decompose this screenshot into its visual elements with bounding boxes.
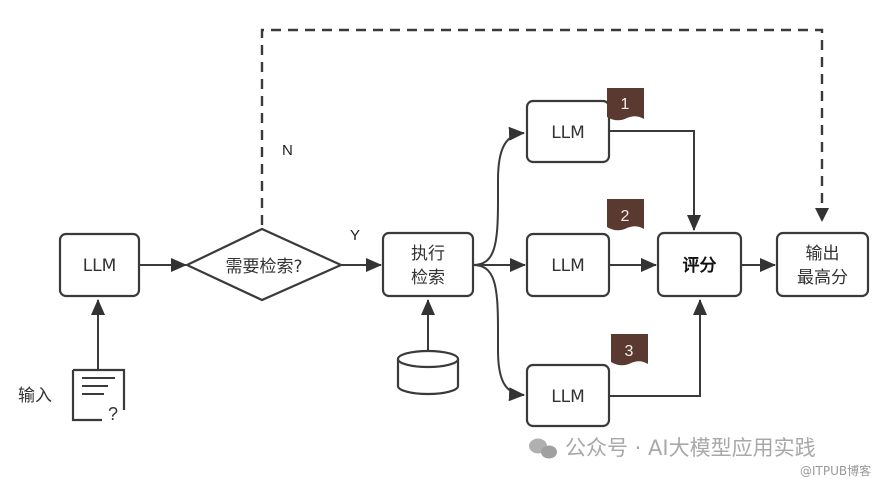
svg-text:?: ? bbox=[108, 404, 118, 424]
badge-2-number: 2 bbox=[621, 208, 630, 225]
badge-3-number: 3 bbox=[625, 343, 634, 360]
arrow-retrieve-to-llm3 bbox=[472, 264, 525, 402]
arrow-retrieve-to-llm1 bbox=[472, 126, 525, 266]
retrieve-label-2: 检索 bbox=[411, 268, 445, 288]
badge-2-flag-icon bbox=[607, 199, 644, 231]
badge-1-flag-icon bbox=[607, 88, 644, 121]
output-label-1: 输出 bbox=[806, 244, 840, 264]
score-label: 评分 bbox=[683, 256, 717, 276]
llm-branch-3-label: LLM bbox=[551, 387, 585, 407]
badge-3-flag-icon bbox=[611, 334, 648, 366]
yes-label: Y bbox=[350, 227, 360, 244]
watermark-sub: @ITPUB博客 bbox=[800, 463, 871, 478]
llm-branch-2-label: LLM bbox=[551, 256, 585, 276]
wechat-icon bbox=[529, 438, 557, 459]
no-path-arrowhead bbox=[815, 208, 829, 222]
output-box bbox=[775, 231, 870, 298]
decision-label: 需要检索? bbox=[225, 257, 302, 277]
input-document-icon: ? bbox=[71, 368, 126, 424]
retrieve-label-1: 执行 bbox=[411, 244, 445, 264]
arrow-llm3-to-score bbox=[609, 299, 707, 397]
output-label-2: 最高分 bbox=[797, 268, 848, 288]
input-label: 输入 bbox=[18, 386, 52, 406]
badge-1-number: 1 bbox=[621, 96, 630, 113]
llm-branch-1-label: LLM bbox=[551, 123, 585, 143]
no-label: N bbox=[282, 142, 293, 159]
llm-main-label: LLM bbox=[83, 256, 117, 276]
watermark-text: 公众号 · AI大模型应用实践 bbox=[565, 436, 816, 460]
arrow-llm1-to-score bbox=[609, 130, 701, 231]
database-icon bbox=[396, 349, 460, 396]
